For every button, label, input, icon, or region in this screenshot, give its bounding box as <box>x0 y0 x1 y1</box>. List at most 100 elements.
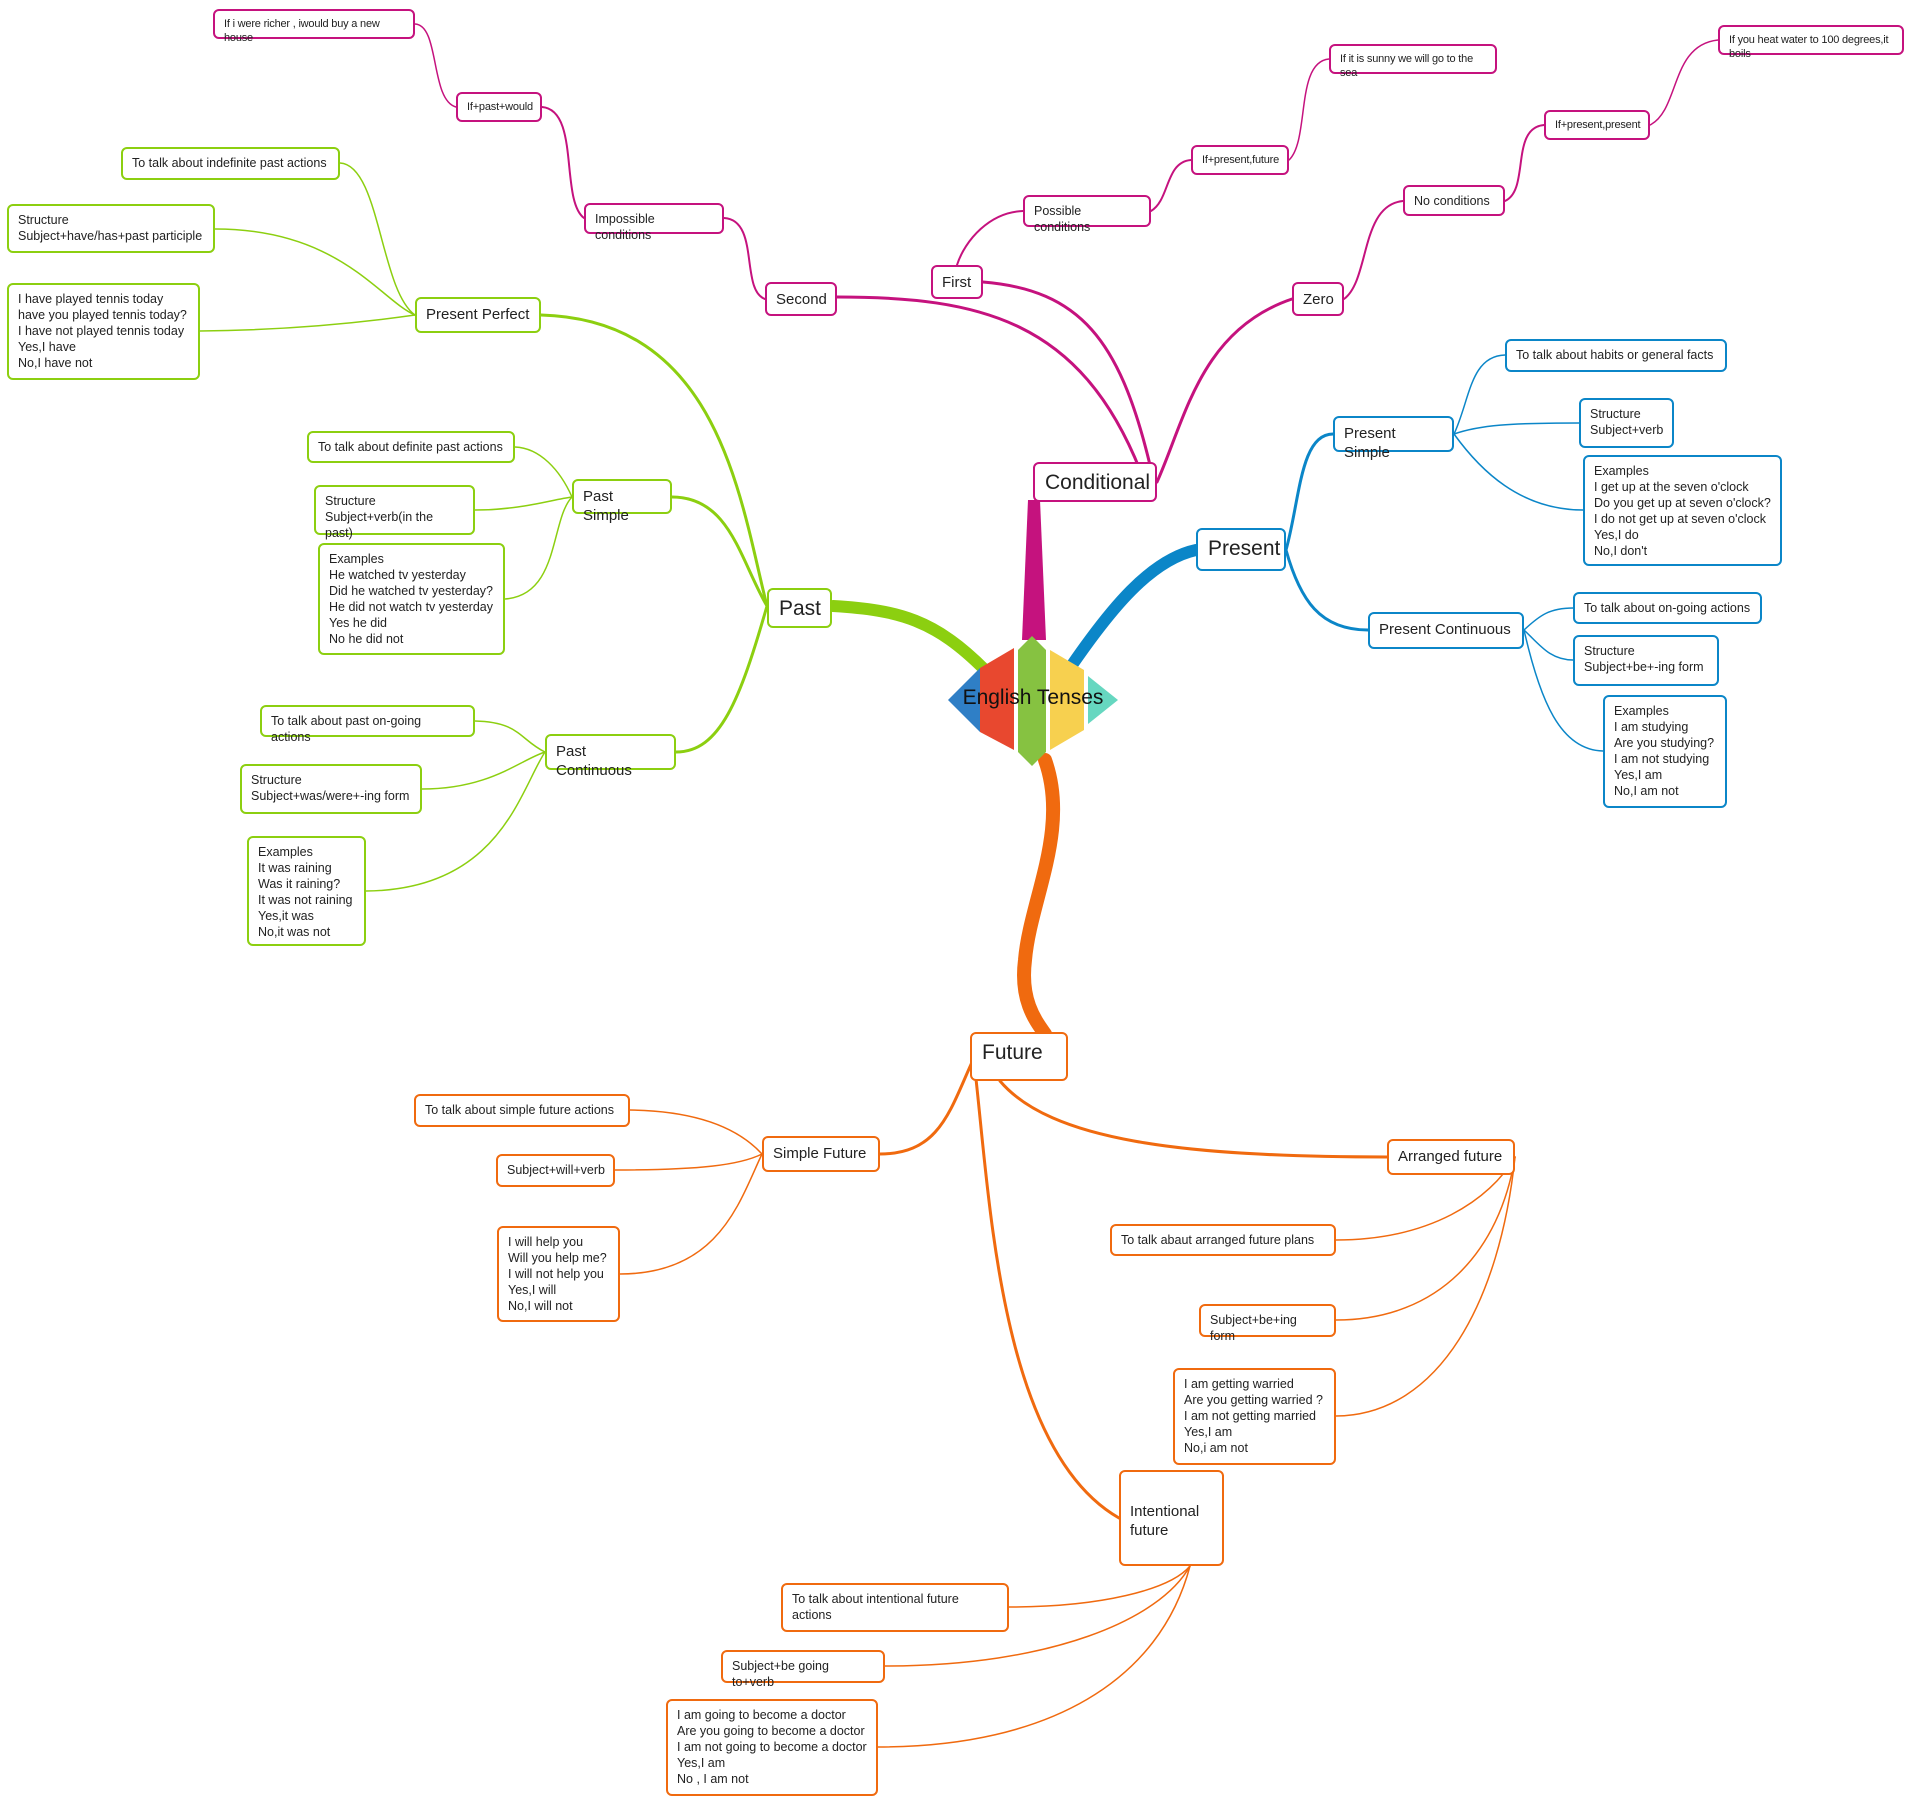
link-af-examples <box>1335 1156 1516 1417</box>
link-pc-structure <box>421 751 546 790</box>
link-present-continuous <box>1284 548 1370 632</box>
node-arranged-future-examples[interactable]: I am getting warried Are you getting war… <box>1173 1368 1336 1465</box>
link-cond-zero <box>1155 297 1294 484</box>
link-zero-example <box>1649 39 1719 126</box>
node-second-rule[interactable]: If+past+would <box>456 92 542 122</box>
link-second-example <box>414 23 457 108</box>
link-zero-cond <box>1343 200 1404 300</box>
link-future-simple <box>878 1058 975 1156</box>
link-future-arranged <box>998 1079 1389 1159</box>
node-arranged-future-use[interactable]: To talk abaut arranged future plans <box>1110 1224 1336 1256</box>
node-past-continuous-use[interactable]: To talk about past on-going actions <box>260 705 475 744</box>
node-present-continuous-use[interactable]: To talk about on-going actions <box>1573 592 1762 624</box>
node-perfect-structure[interactable]: Structure Subject+have/has+past particip… <box>7 204 215 253</box>
node-impossible-conditions[interactable]: Impossible conditions <box>584 203 724 242</box>
node-arranged-future[interactable]: Arranged future <box>1387 1139 1515 1175</box>
link-center-past <box>827 600 991 676</box>
node-present-continuous-examples[interactable]: Examples I am studying Are you studying?… <box>1603 695 1727 808</box>
node-present-simple-use[interactable]: To talk about habits or general facts <box>1505 339 1727 372</box>
node-past[interactable]: Past <box>767 588 832 628</box>
node-arranged-future-structure[interactable]: Subject+be+ing form <box>1199 1304 1336 1343</box>
node-present-simple-examples[interactable]: Examples I get up at the seven o'clock D… <box>1583 455 1782 566</box>
node-first-rule[interactable]: If+present,future <box>1191 145 1289 175</box>
node-perfect-use[interactable]: To talk about indefinite past actions <box>121 147 340 180</box>
node-past-simple-use[interactable]: To talk about definite past actions <box>307 431 515 463</box>
link-sf-examples <box>619 1153 763 1275</box>
node-present-simple-structure[interactable]: Structure Subject+verb <box>1579 398 1674 448</box>
node-no-conditions[interactable]: No conditions <box>1403 185 1505 216</box>
node-intentional-future-structure[interactable]: Subject+be going to+verb <box>721 1650 885 1689</box>
link-ps-use <box>514 446 573 498</box>
link-pco-examples <box>1523 629 1604 752</box>
link-second-cond <box>723 217 766 300</box>
node-simple-future[interactable]: Simple Future <box>762 1136 880 1172</box>
link-cond-first <box>981 280 1152 467</box>
node-intentional-future-examples[interactable]: I am going to become a doctor Are you go… <box>666 1699 878 1796</box>
link-first-example <box>1288 58 1330 161</box>
link-present-simple <box>1284 432 1335 552</box>
node-simple-future-use[interactable]: To talk about simple future actions <box>414 1094 630 1127</box>
center-shape-yellow <box>1050 650 1084 750</box>
node-past-continuous-structure[interactable]: Structure Subject+was/were+-ing form <box>240 764 422 814</box>
node-zero-rule[interactable]: If+present,present <box>1544 110 1650 140</box>
node-first[interactable]: First <box>931 265 983 299</box>
link-perfect-examples <box>199 314 416 332</box>
link-cond-second <box>835 295 1142 472</box>
center-shape-teal <box>1088 676 1118 724</box>
link-psi-use <box>1453 354 1506 435</box>
node-zero-example[interactable]: If you heat water to 100 degrees,it boil… <box>1718 25 1904 60</box>
node-zero[interactable]: Zero <box>1292 282 1344 316</box>
link-sf-use <box>629 1109 763 1155</box>
node-first-example[interactable]: If it is sunny we will go to the sea <box>1329 44 1497 79</box>
link-first-cond <box>956 210 1024 266</box>
link-sf-structure <box>614 1153 763 1171</box>
link-pc-examples <box>365 751 546 892</box>
node-second-example[interactable]: If i were richer , iwould buy a new hous… <box>213 9 415 44</box>
link-past-perfect <box>539 313 769 608</box>
node-present-continuous[interactable]: Present Continuous <box>1368 612 1524 649</box>
link-pco-use <box>1523 607 1574 631</box>
node-present-simple[interactable]: Present Simple <box>1333 416 1454 461</box>
link-second-rule <box>541 106 585 219</box>
link-future-intentional <box>973 1068 1121 1520</box>
center-shape-blue <box>948 668 980 732</box>
link-pc-use <box>474 720 546 753</box>
link-ps-examples <box>504 496 573 600</box>
node-past-simple-examples[interactable]: Examples He watched tv yesterday Did he … <box>318 543 505 655</box>
link-zero-rule <box>1504 124 1545 202</box>
node-conditional[interactable]: Conditional <box>1033 462 1157 502</box>
node-second[interactable]: Second <box>765 282 837 316</box>
link-if-use <box>1008 1565 1191 1608</box>
node-possible-conditions[interactable]: Possible conditions <box>1023 195 1151 234</box>
link-first-rule <box>1150 159 1192 212</box>
link-psi-structure <box>1453 422 1580 435</box>
link-if-structure <box>884 1565 1191 1667</box>
center-shape-red <box>980 648 1014 750</box>
link-center-present <box>1066 544 1202 671</box>
node-past-simple[interactable]: Past Simple <box>572 479 672 524</box>
link-perfect-structure <box>214 228 416 316</box>
node-perfect-examples[interactable]: I have played tennis today have you play… <box>7 283 200 380</box>
link-past-continuous <box>674 604 769 754</box>
node-past-simple-structure[interactable]: Structure Subject+verb(in the past) <box>314 485 475 540</box>
link-af-structure <box>1335 1156 1516 1321</box>
link-perfect-use <box>339 162 416 316</box>
link-if-examples <box>877 1565 1191 1748</box>
node-simple-future-structure[interactable]: Subject+will+verb <box>496 1154 615 1187</box>
node-intentional-future-use[interactable]: To talk about intentional future actions <box>781 1583 1009 1632</box>
node-present[interactable]: Present <box>1196 528 1286 571</box>
link-past-simple <box>670 495 769 608</box>
node-present-continuous-structure[interactable]: Structure Subject+be+-ing form <box>1573 635 1719 686</box>
node-present-perfect[interactable]: Present Perfect <box>415 297 541 333</box>
node-past-continuous[interactable]: Past Continuous <box>545 734 676 779</box>
node-past-continuous-examples[interactable]: Examples It was raining Was it raining? … <box>247 836 366 946</box>
link-center-conditional <box>1022 500 1046 640</box>
node-intentional-future[interactable]: Intentional future <box>1119 1470 1224 1566</box>
node-future[interactable]: Future <box>970 1032 1068 1081</box>
link-psi-examples <box>1453 433 1584 511</box>
node-simple-future-examples[interactable]: I will help you Will you help me? I will… <box>497 1226 620 1322</box>
link-pco-structure <box>1523 629 1574 661</box>
center-shape-green <box>1018 636 1046 766</box>
